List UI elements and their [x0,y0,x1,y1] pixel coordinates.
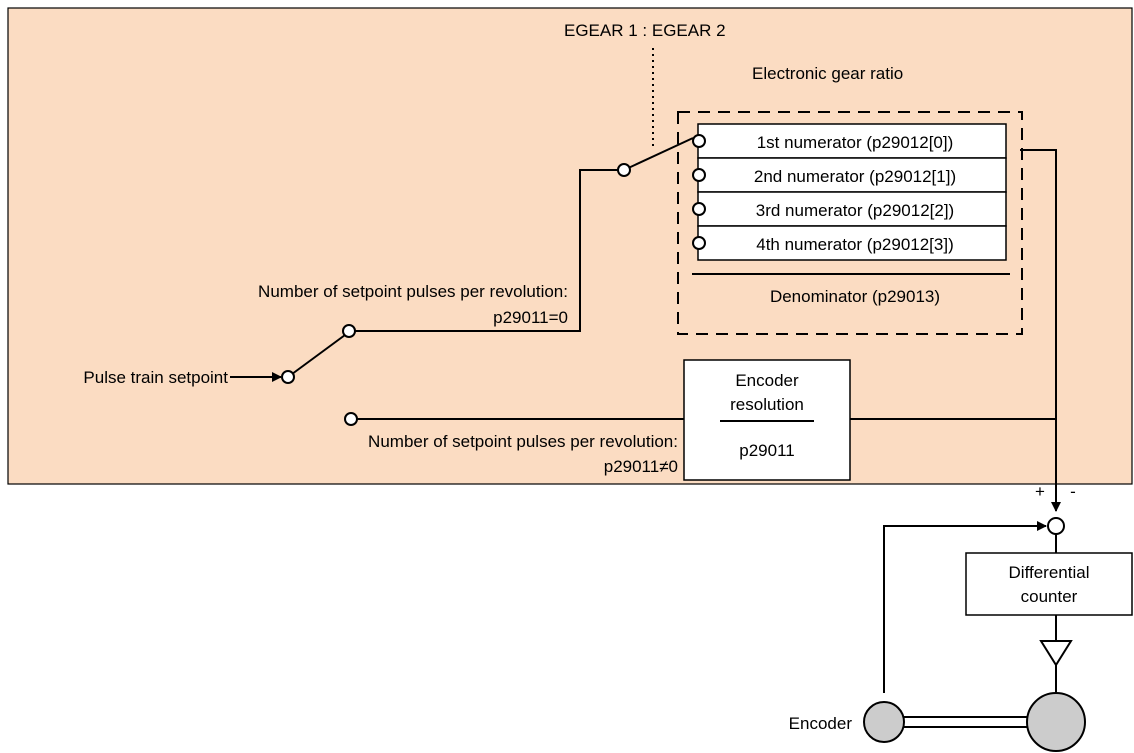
main-switch-pivot [281,370,295,384]
egear-switch-pivot [617,163,631,177]
denominator-label: Denominator (p29013) [770,287,940,306]
egear-label: EGEAR 1 : EGEAR 2 [564,21,726,40]
gear-ratio-group [677,111,1023,335]
numerator-1-label: 1st numerator (p29012[0]) [757,133,954,152]
pulses-label-nonzero-title: Number of setpoint pulses per revolution… [368,432,678,451]
motor [1026,692,1086,752]
pulse-train-label: Pulse train setpoint [83,368,228,387]
numerator-2-contact [692,168,706,182]
contact-p29011-nonzero [344,412,358,426]
feedback-line [883,521,1047,693]
encoder-resolution-param: p29011 [739,441,794,460]
egear-switch-lever [623,137,694,171]
encoder-resolution-line1: Encoder [735,371,799,390]
pulses-label-zero-value: p29011=0 [493,308,568,327]
pulses-label-nonzero-value: p29011≠0 [604,457,678,476]
plus-sign: + [1035,482,1045,501]
gear-path-line [355,169,618,332]
pulses-label-zero-title: Number of setpoint pulses per revolution… [258,282,568,301]
differential-counter-line2: counter [1021,587,1078,606]
encoder-label: Encoder [789,714,853,733]
encoder-resolution-line2: resolution [730,395,804,414]
gear-ratio-title: Electronic gear ratio [752,64,903,83]
numerator-4-contact [692,236,706,250]
numerator-1-contact [692,134,706,148]
numerator-4-label: 4th numerator (p29012[3]) [756,235,954,254]
differential-counter-line1: Differential [1009,563,1090,582]
numerator-3-label: 3rd numerator (p29012[2]) [756,201,954,220]
encoder-disc [863,701,905,743]
numerator-3-contact [692,202,706,216]
minus-sign: - [1070,482,1076,501]
comparator-node [1047,517,1065,535]
differential-counter-box [965,552,1133,616]
amplifier-triangle [1039,640,1073,667]
main-switch-lever [287,334,346,378]
numerator-stack: 1st numerator (p29012[0]) 2nd numerator … [692,123,1007,261]
gear-output-line [1020,149,1061,512]
contact-p29011-zero [342,324,356,338]
numerator-2-label: 2nd numerator (p29012[1]) [754,167,956,186]
numerator-box-1 [697,123,1007,159]
